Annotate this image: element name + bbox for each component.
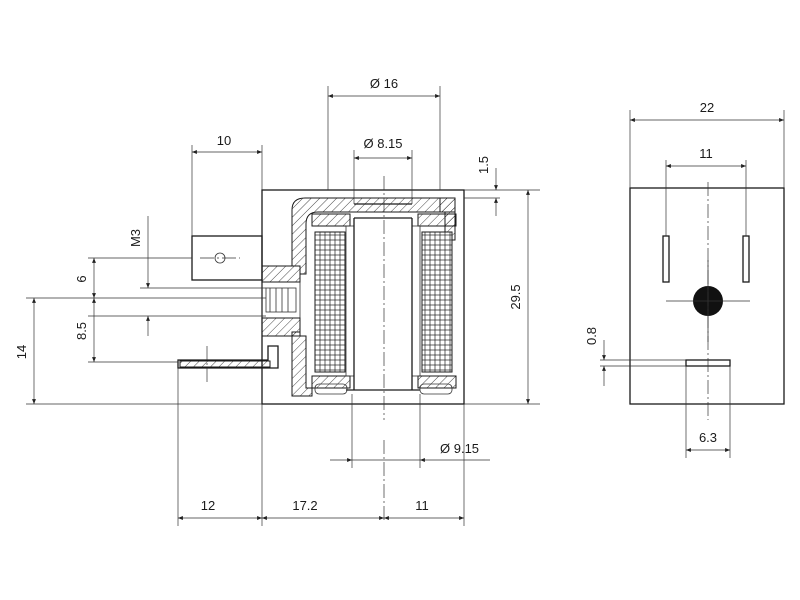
label-d915: Ø 9.15 [440, 441, 479, 456]
terminal-screw [261, 281, 301, 319]
label-h295: 29.5 [508, 284, 523, 309]
label-h15: 1.5 [476, 156, 491, 174]
label-d815: Ø 8.15 [363, 136, 402, 151]
label-h08: 0.8 [584, 327, 599, 345]
label-w12: 12 [201, 498, 215, 513]
label-w11: 11 [415, 498, 429, 513]
label-d16: Ø 16 [370, 76, 398, 91]
pin-slot-left [662, 235, 670, 283]
winding-right [421, 231, 453, 373]
label-h85: 8.5 [74, 322, 89, 340]
label-h14: 14 [14, 345, 29, 359]
label-h6: 6 [74, 275, 89, 282]
label-w63: 6.3 [699, 430, 717, 445]
pin-slot-right [742, 235, 750, 283]
label-w22: 22 [700, 100, 714, 115]
label-w172: 17.2 [292, 498, 317, 513]
label-fw11: 11 [699, 146, 713, 161]
label-m3: M3 [128, 229, 143, 247]
connector-face [629, 187, 785, 405]
housing-wall [291, 197, 456, 275]
label-w10: 10 [217, 133, 231, 148]
front-view: 22 11 0.8 6.3 [584, 100, 785, 458]
side-section-view: Ø 16 Ø 8.15 10 1.5 29.5 M3 6 8.5 14 Ø 9.… [14, 76, 540, 526]
winding-left [314, 231, 346, 373]
